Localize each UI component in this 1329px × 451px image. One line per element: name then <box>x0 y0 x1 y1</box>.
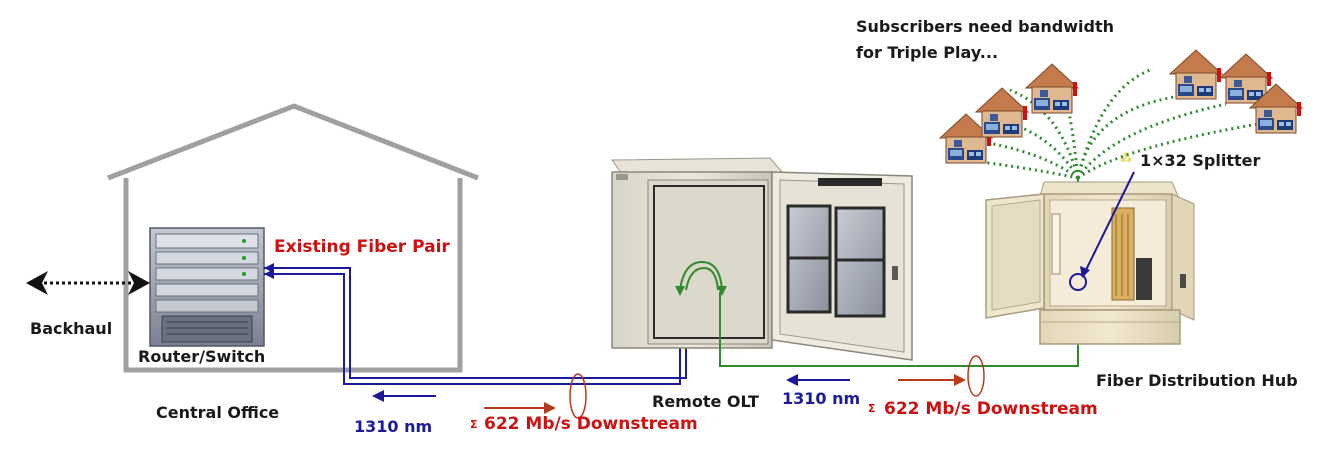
arrow-right-icon <box>954 374 966 386</box>
backhaul-arrow <box>26 271 150 295</box>
backhaul-label: Backhaul <box>30 319 112 338</box>
existing-fiber-label: Existing Fiber Pair <box>274 237 450 257</box>
central-office-building <box>107 103 479 373</box>
fiber-distribution-hub <box>985 181 1195 345</box>
subscriber-house-icon <box>1025 63 1079 114</box>
fiber-hub-label: Fiber Distribution Hub <box>1096 371 1298 390</box>
olt-patch-loop <box>675 260 727 296</box>
sigma-left: Σ <box>470 418 478 431</box>
splitter-glow-icon: ⁂ <box>1120 151 1133 165</box>
subscriber-houses <box>939 49 1303 164</box>
arrow-left-icon <box>786 374 798 386</box>
subscribers-label-line2: for Triple Play... <box>856 43 998 62</box>
splitter-label: 1×32 Splitter <box>1140 151 1260 170</box>
remote-olt-label: Remote OLT <box>652 392 759 411</box>
upstream-left-label: 1310 nm <box>354 417 432 436</box>
central-office-label: Central Office <box>156 403 279 422</box>
subscribers-label-line1: Subscribers need bandwidth <box>856 17 1114 36</box>
arrow-left-icon <box>372 390 384 402</box>
downstream-left-label: 622 Mb/s Downstream <box>484 414 698 434</box>
arrow-right-icon <box>544 402 556 414</box>
sigma-right: Σ <box>868 402 876 415</box>
router-switch-label: Router/Switch <box>138 347 265 366</box>
downstream-right-label: 622 Mb/s Downstream <box>884 399 1098 419</box>
subscriber-house-icon <box>1169 49 1223 100</box>
upstream-right-label: 1310 nm <box>782 389 860 408</box>
splitter-marker: ⁂ <box>1069 151 1135 291</box>
subscriber-house-icon <box>975 87 1029 138</box>
remote-olt-cabinet <box>611 157 913 361</box>
flow-arrows <box>372 355 985 419</box>
router-switch-chassis <box>149 227 265 347</box>
